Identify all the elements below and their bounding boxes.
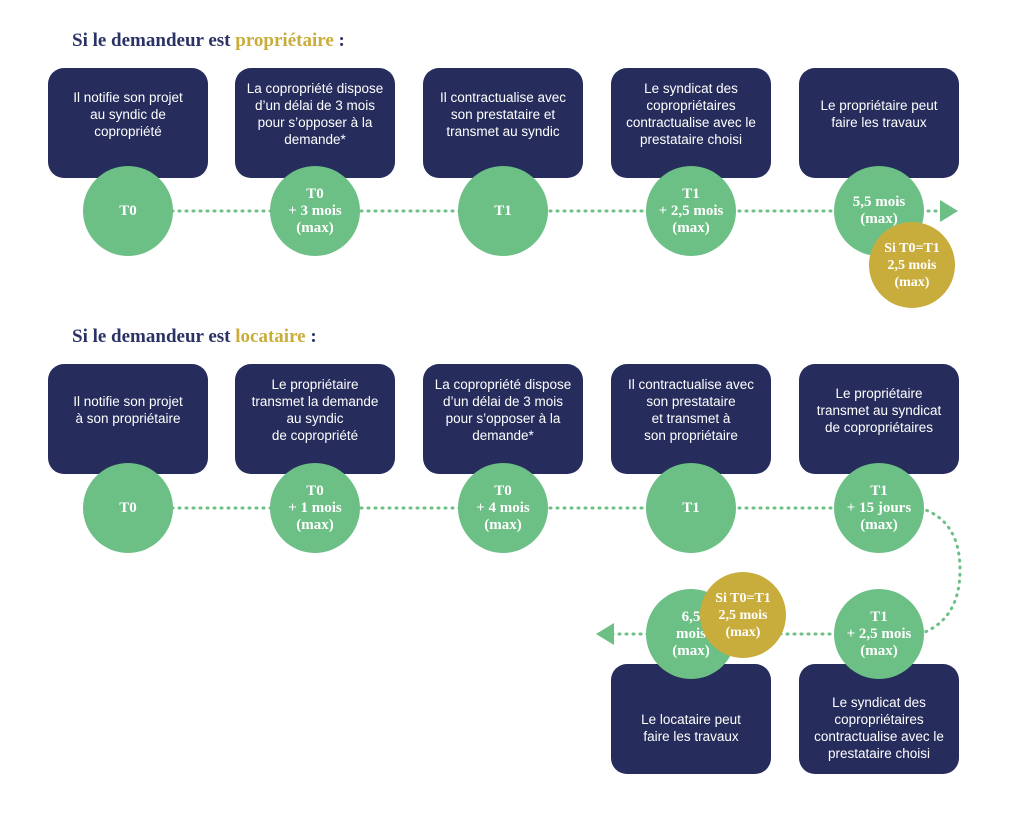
time-circle: T1 + 2,5 mois (max) [834,589,924,679]
heading-accent: propriétaire [235,30,334,51]
step-box: La copropriété dispose d’un délai de 3 m… [235,68,395,178]
note-circle: Si T0=T1 2,5 mois (max) [869,222,955,308]
time-circle: T0 [83,463,173,553]
section-heading-tenant: Si le demandeur est locataire : [72,326,317,348]
heading-suffix: : [333,30,345,51]
time-circle: T1 [458,166,548,256]
step-box: Le syndicat des copropriétaires contract… [799,664,959,774]
section-heading-owner: Si le demandeur est propriétaire : [72,30,345,52]
step-box: La copropriété dispose d’un délai de 3 m… [423,364,583,474]
arrow-left-icon [596,623,614,645]
timeline-dotted-curve [918,506,962,636]
time-circle: T0 + 3 mois (max) [270,166,360,256]
time-circle: T0 + 4 mois (max) [458,463,548,553]
step-box: Le locataire peut faire les travaux [611,664,771,774]
heading-text: Si le demandeur est [72,30,236,51]
heading-accent: locataire [235,326,306,347]
step-box: Le syndicat des copropriétaires contract… [611,68,771,178]
note-circle: Si T0=T1 2,5 mois (max) [700,572,786,658]
step-box: Le propriétaire peut faire les travaux [799,68,959,178]
time-circle: T1 [646,463,736,553]
step-box: Il contractualise avec son prestataire e… [611,364,771,474]
heading-suffix: : [305,326,317,347]
heading-text: Si le demandeur est [72,326,236,347]
step-box: Il notifie son projet au syndic de copro… [48,68,208,178]
step-box: Il contractualise avec son prestataire e… [423,68,583,178]
time-circle: T0 [83,166,173,256]
arrow-right-icon [940,200,958,222]
time-circle: T0 + 1 mois (max) [270,463,360,553]
time-circle: T1 + 2,5 mois (max) [646,166,736,256]
step-box: Le propriétaire transmet la demande au s… [235,364,395,474]
step-box: Le propriétaire transmet au syndicat de … [799,364,959,474]
step-box: Il notifie son projet à son propriétaire [48,364,208,474]
time-circle: T1 + 15 jours (max) [834,463,924,553]
